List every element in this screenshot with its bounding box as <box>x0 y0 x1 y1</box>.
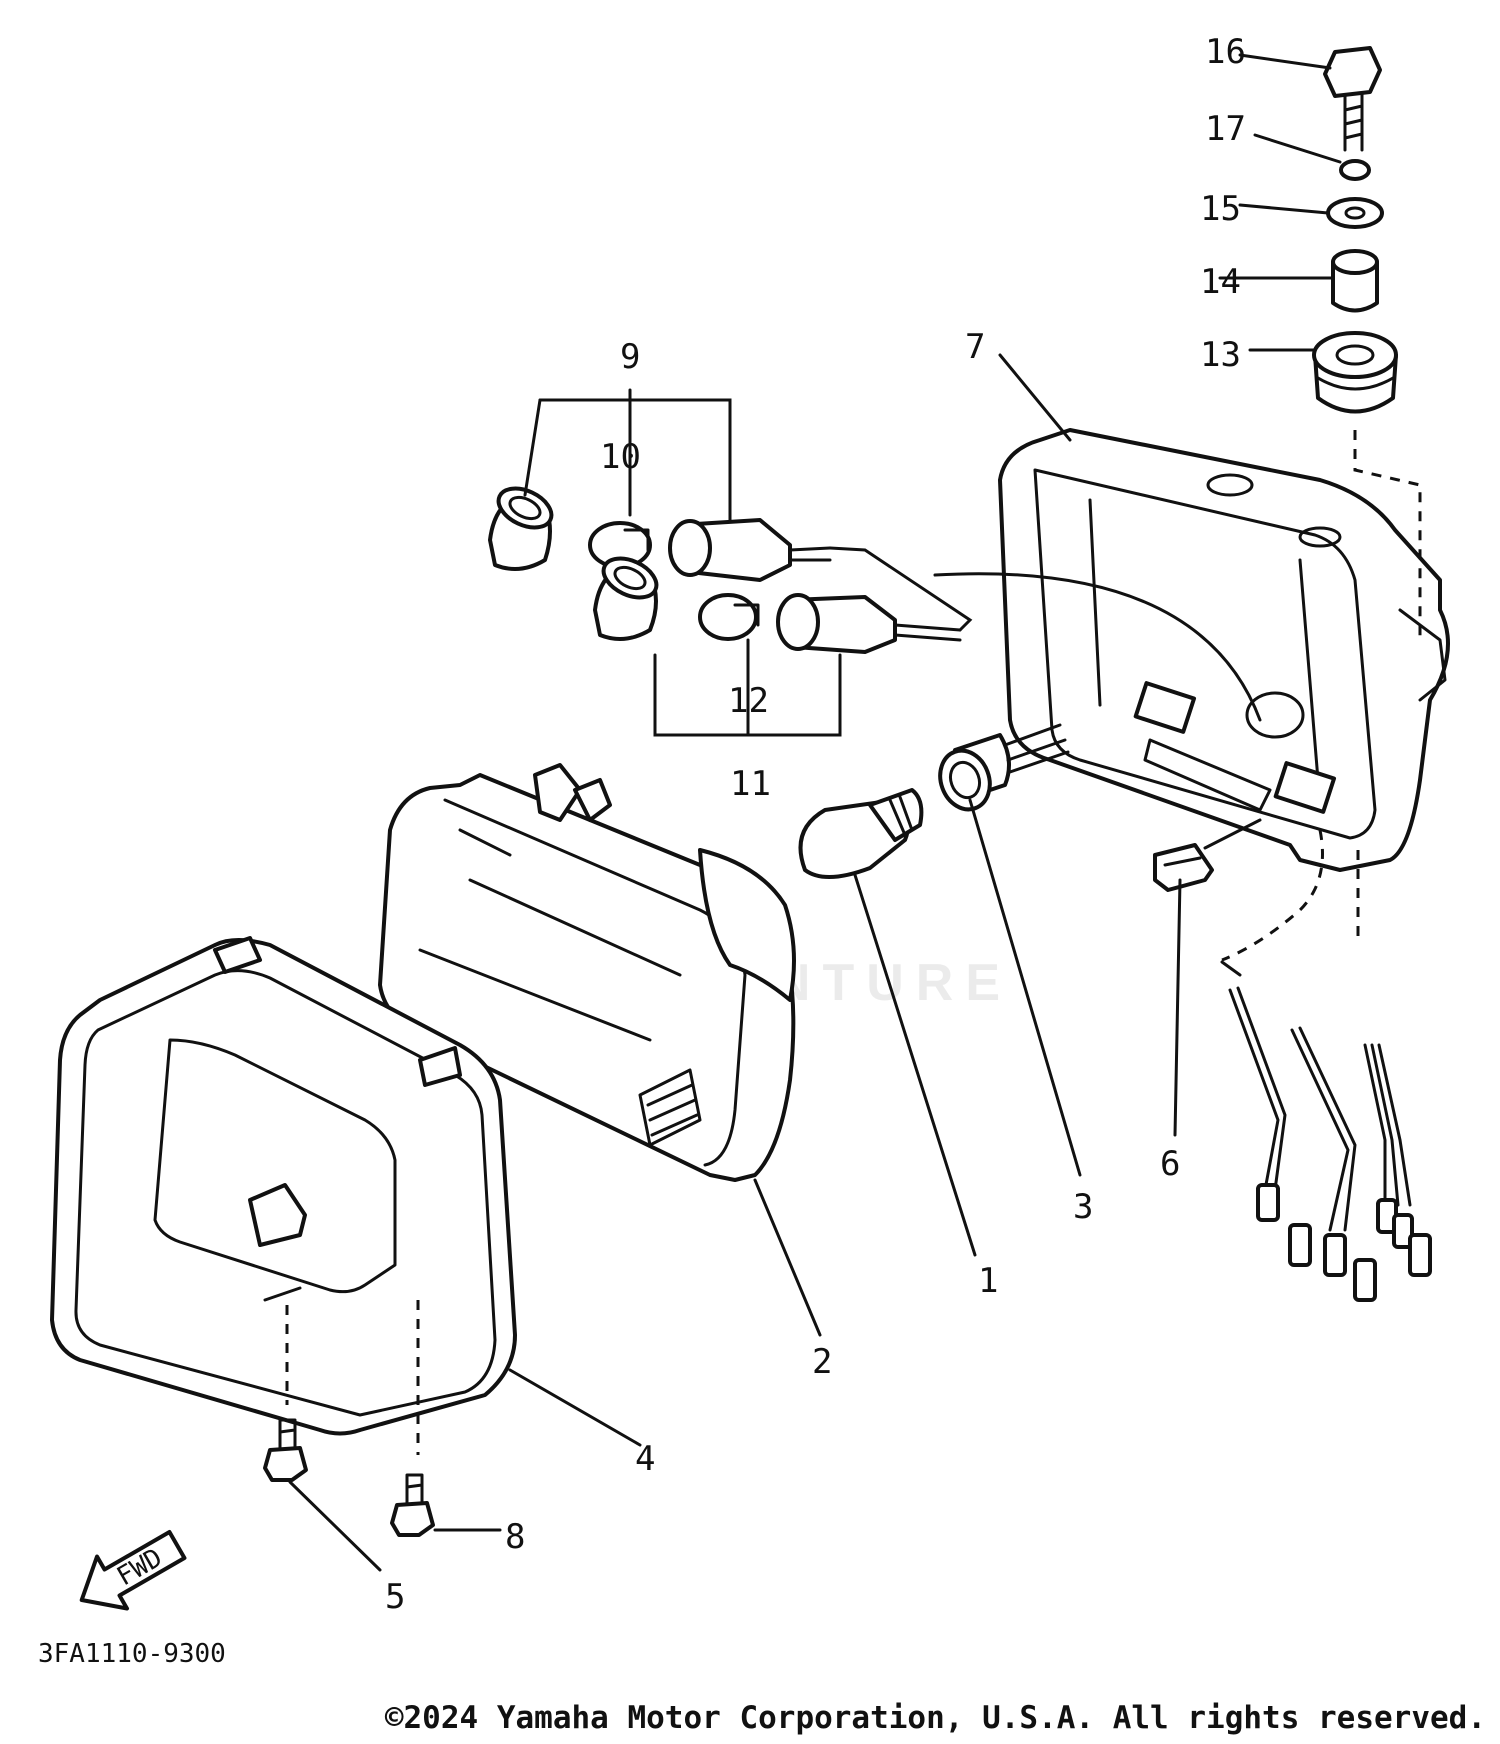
callout-11: 11 <box>730 764 771 804</box>
callout-17: 17 <box>1205 109 1246 149</box>
callout-15: 15 <box>1200 189 1241 229</box>
part-wire-harness <box>1220 829 1432 1302</box>
callout-10: 10 <box>600 437 641 477</box>
callout-5: 5 <box>385 1577 405 1617</box>
callout-1: 1 <box>978 1261 998 1301</box>
callout-12: 12 <box>728 681 769 721</box>
part-bulb <box>798 788 924 880</box>
callout-3: 3 <box>1073 1187 1093 1227</box>
part-collar <box>1331 249 1379 313</box>
part-plain-washer <box>1326 197 1384 229</box>
part-socket <box>938 723 1070 812</box>
callout-numbers: 1 2 3 4 5 6 7 8 9 10 11 12 13 14 15 16 1… <box>385 32 1246 1617</box>
callout-2: 2 <box>812 1342 832 1382</box>
callout-4: 4 <box>635 1439 655 1479</box>
part-headlight-rim <box>50 936 517 1436</box>
copyright-notice: ©2024 Yamaha Motor Corporation, U.S.A. A… <box>384 1700 1486 1736</box>
callout-7: 7 <box>965 327 985 367</box>
callout-6: 6 <box>1160 1144 1180 1184</box>
diagram-reference-code: 3FA1110-9300 <box>38 1639 226 1669</box>
callout-13: 13 <box>1200 335 1241 375</box>
part-position-lamp-assembly <box>488 486 962 654</box>
part-housing <box>998 428 1450 872</box>
callout-14: 14 <box>1200 262 1241 302</box>
part-mount-bolt <box>1323 46 1382 152</box>
part-headlight-unit <box>378 763 796 1182</box>
fwd-direction-arrow: FWD <box>79 1530 187 1611</box>
callout-9: 9 <box>620 337 640 377</box>
callout-8: 8 <box>505 1517 525 1557</box>
part-clip-nut <box>1153 843 1214 892</box>
callout-16: 16 <box>1205 32 1246 72</box>
part-lock-washer <box>1339 159 1371 181</box>
part-screw-5 <box>263 1418 308 1482</box>
part-screw-8 <box>390 1473 435 1537</box>
part-grommet <box>1312 331 1398 414</box>
